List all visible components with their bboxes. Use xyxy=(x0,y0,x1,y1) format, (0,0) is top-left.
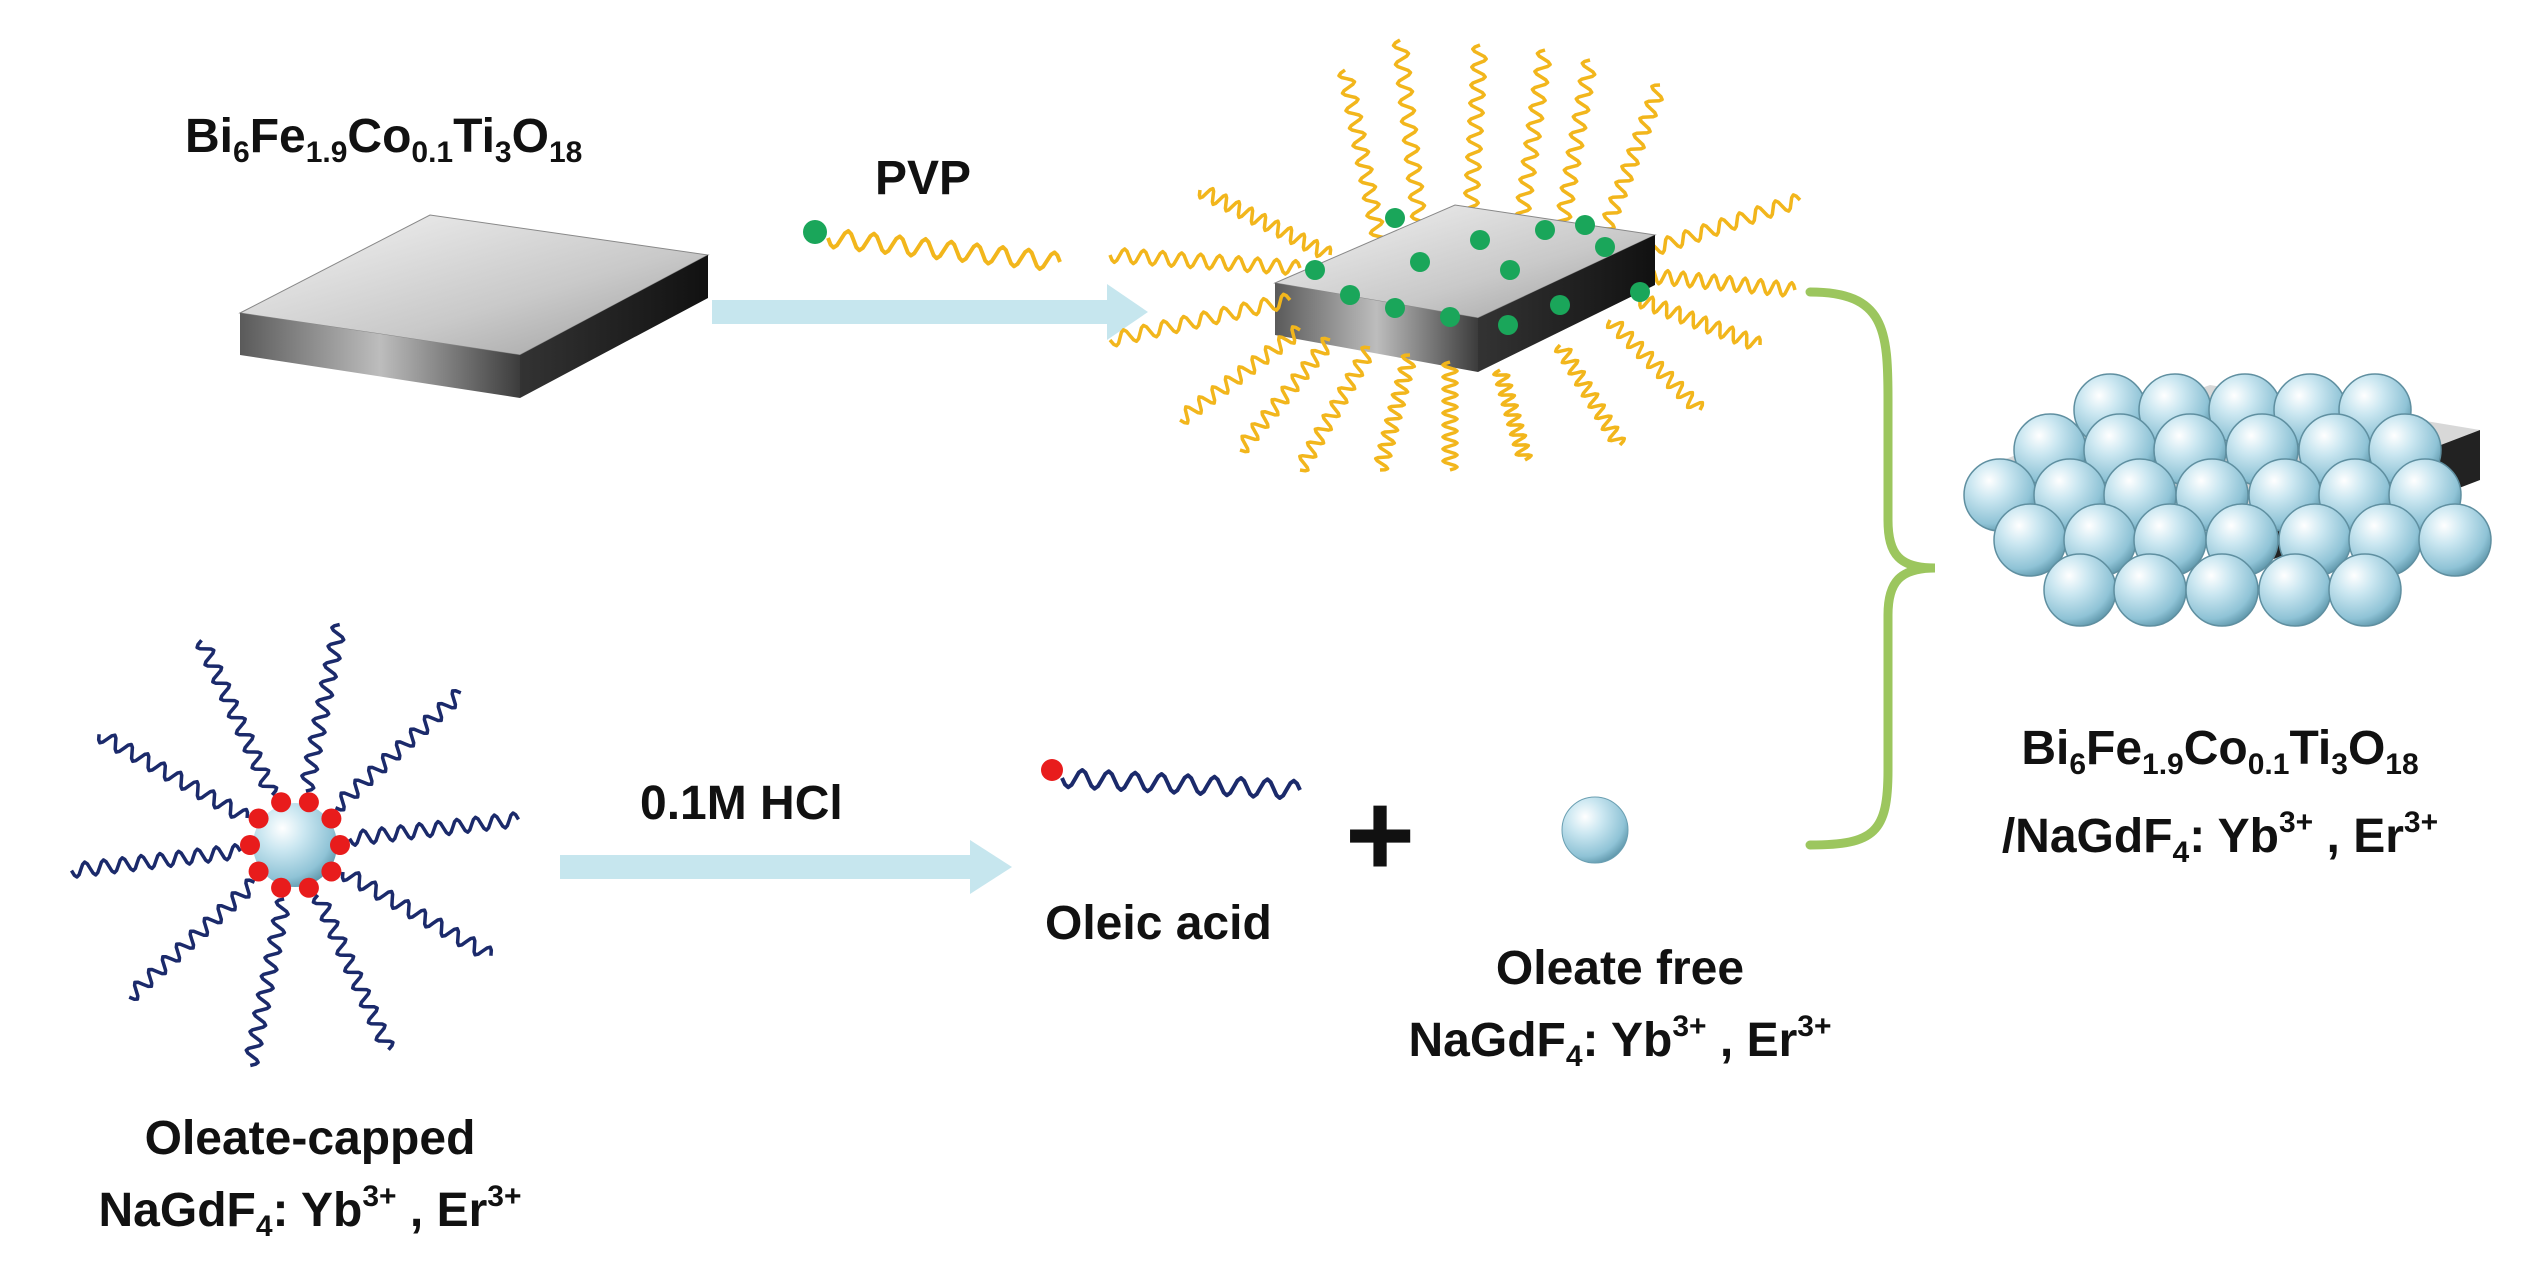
oleic-acid-label: Oleic acid xyxy=(1045,897,1272,950)
oleate-free-particle xyxy=(1561,796,1629,864)
oleate-head xyxy=(248,861,269,882)
pvp-chain xyxy=(1197,186,1333,259)
oleate-chains xyxy=(70,622,520,1068)
pvp-chain xyxy=(1108,247,1302,276)
oleic-head xyxy=(1041,759,1063,781)
composite-sphere xyxy=(2328,553,2402,627)
pvp-head xyxy=(1498,315,1518,335)
pvp-chain xyxy=(1298,345,1372,473)
composite-formula-line2: /NaGdF4: Yb3+ , Er3+ xyxy=(2001,806,2439,869)
composite-spheres xyxy=(1963,373,2492,627)
oleate-capped-title: Oleate-capped xyxy=(144,1112,476,1165)
pvp-chain xyxy=(1638,295,1762,350)
pvp-chain xyxy=(1513,48,1552,232)
pvp-chain xyxy=(1553,58,1597,240)
pvp-chain xyxy=(1441,360,1459,472)
oleate-head xyxy=(271,792,292,813)
composite-formula-line1: Bi6Fe1.9Co0.1Ti3O18 xyxy=(2021,722,2419,781)
oleate-chain xyxy=(244,897,290,1068)
pvp-chains-front xyxy=(1108,292,1762,473)
pvp-chain xyxy=(1391,38,1429,232)
pvp-chain xyxy=(1462,43,1488,227)
oleate-head xyxy=(321,808,342,829)
pvp-head xyxy=(1535,220,1555,240)
pvp-chain xyxy=(1605,319,1705,411)
composite-sphere xyxy=(2185,553,2259,627)
oleate-head xyxy=(298,792,319,813)
pvp-head xyxy=(1385,298,1405,318)
pvp-head xyxy=(1470,230,1490,250)
pvp-head xyxy=(1305,260,1325,280)
oleate-head-groups xyxy=(240,792,350,898)
pvp-chain xyxy=(1337,68,1388,247)
oleate-head xyxy=(330,835,350,855)
pvp-chain xyxy=(1492,368,1533,462)
oleate-capped-particle xyxy=(253,803,337,887)
pvp-head xyxy=(1385,208,1405,228)
pvp-head xyxy=(803,220,827,244)
pvp-head xyxy=(1440,307,1460,327)
composite-sphere xyxy=(2258,553,2332,627)
pvp-head xyxy=(1575,215,1595,235)
oleate-chain xyxy=(300,622,346,793)
pvp-chains xyxy=(1108,38,1802,298)
plus-sign: + xyxy=(1345,768,1416,902)
oleic-chain xyxy=(1060,768,1302,800)
pvp-head xyxy=(1550,295,1570,315)
composite-sphere xyxy=(2113,553,2187,627)
bare-plate-formula: Bi6Fe1.9Co0.1Ti3O18 xyxy=(185,110,583,169)
oleate-head xyxy=(298,877,319,898)
arrow-hcl xyxy=(560,840,1012,894)
arrow-pvp xyxy=(712,284,1148,340)
pvp-chain xyxy=(826,229,1062,271)
pvp-coated-plate xyxy=(1273,204,1657,372)
oleate-head xyxy=(248,808,269,829)
pvp-head xyxy=(1500,260,1520,280)
oleate-chain xyxy=(348,811,520,847)
pvp-chain xyxy=(1553,343,1627,447)
oleate-free-formula: NaGdF4: Yb3+ , Er3+ xyxy=(1408,1010,1832,1073)
oleate-chain xyxy=(128,878,256,1001)
oleate-chain xyxy=(96,733,250,819)
pvp-head-groups xyxy=(1305,208,1650,335)
pvp-chain xyxy=(1239,336,1331,454)
pvp-chain xyxy=(1179,325,1301,425)
oleate-chain xyxy=(334,689,462,812)
pvp-molecule xyxy=(803,220,1062,271)
oleate-free-title: Oleate free xyxy=(1495,942,1745,995)
pvp-head xyxy=(1410,252,1430,272)
oleate-head xyxy=(271,877,292,898)
pvp-head xyxy=(1595,237,1615,257)
pvp-chain xyxy=(1596,83,1664,247)
composite-label: Bi6Fe1.9Co0.1Ti3O18 /NaGdF4: Yb3+ , Er3+ xyxy=(1930,720,2510,882)
oleate-head xyxy=(321,861,342,882)
pvp-label: PVP xyxy=(875,152,972,205)
oleate-chain xyxy=(340,871,494,957)
oleic-acid-molecule xyxy=(1041,759,1302,800)
oleate-free-label: Oleate free NaGdF4: Yb3+ , Er3+ xyxy=(1340,940,1900,1086)
hcl-label: 0.1M HCl xyxy=(640,777,843,830)
oleate-chain xyxy=(311,893,395,1051)
oleate-chain xyxy=(70,843,242,879)
pvp-head xyxy=(1630,282,1650,302)
pvp-head xyxy=(1340,285,1360,305)
composite-sphere xyxy=(2418,503,2492,577)
curly-brace xyxy=(1805,287,1936,850)
oleate-capped-formula: NaGdF4: Yb3+ , Er3+ xyxy=(98,1180,522,1243)
pvp-chain xyxy=(1638,267,1797,298)
oleate-head xyxy=(240,835,260,855)
pvp-chain xyxy=(1108,292,1292,348)
bare-plate xyxy=(238,214,710,398)
pvp-chain xyxy=(1373,353,1417,472)
oleate-chain xyxy=(195,639,279,797)
composite-sphere xyxy=(2043,553,2117,627)
oleate-capped-label: Oleate-capped NaGdF4: Yb3+ , Er3+ xyxy=(30,1110,590,1256)
